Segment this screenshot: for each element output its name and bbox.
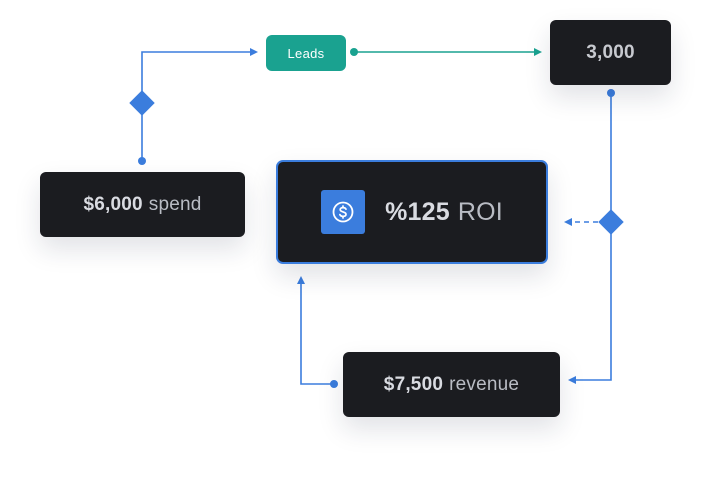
connector-revenue-to-roi [297,276,338,388]
spend-label: spend [148,193,202,215]
revenue-value: $7,500 [383,373,444,395]
count-value: 3,000 [586,41,635,63]
leads-label: Leads [287,45,325,61]
connector-spend-to-leads [129,48,258,165]
dollar-coin-icon [321,190,366,234]
count-node: 3,000 [550,20,671,85]
connector-count-to-revenue [568,89,624,384]
connector-leads-to-count [350,48,542,56]
spend-value: $6,000 [83,193,143,215]
roi-value: %125 [385,197,450,226]
decision-diamond-right [598,209,624,235]
roi-label: ROI [457,197,503,226]
leads-node: Leads [266,35,346,71]
revenue-label: revenue [449,373,520,395]
spend-node: $6,000 spend [40,172,245,237]
roi-node: %125 ROI [276,160,548,264]
revenue-node: $7,500 revenue [343,352,560,417]
decision-diamond-left [129,90,155,116]
